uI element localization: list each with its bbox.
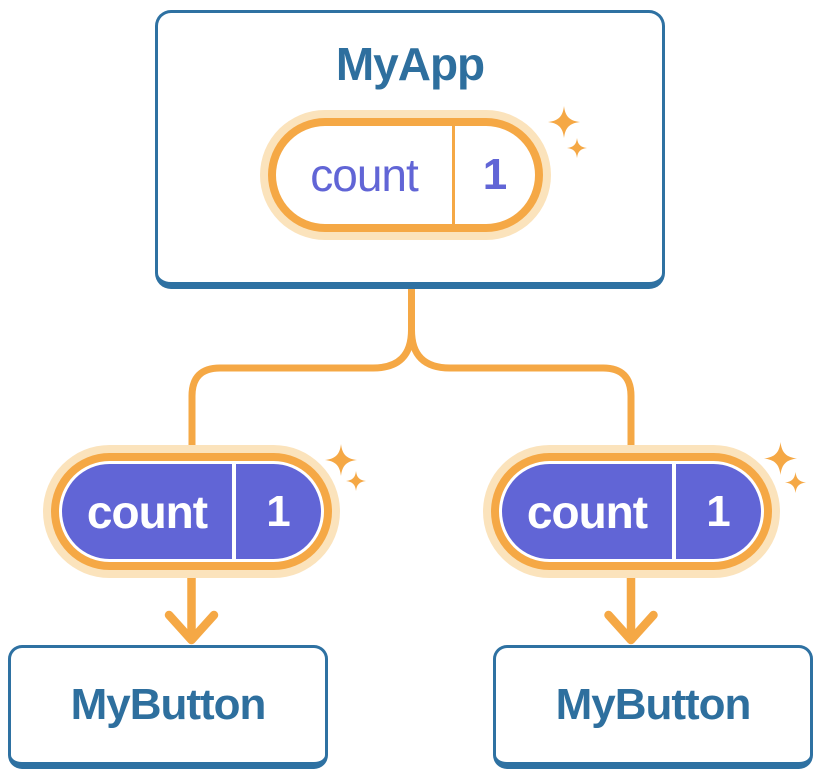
- sparkle-icon: [567, 138, 587, 158]
- pill-ring: count 1: [491, 453, 772, 570]
- child-component-card-right: MyButton: [493, 645, 813, 769]
- sparkle-icon: [346, 471, 366, 491]
- state-value: 1: [232, 464, 321, 559]
- child-state-pill-left: count 1: [43, 445, 340, 578]
- sparkle-icon: [785, 472, 806, 493]
- child-component-title: MyButton: [70, 680, 267, 729]
- state-name: count: [526, 485, 648, 538]
- sparkle-icon: [325, 444, 357, 476]
- state-value: 1: [672, 464, 761, 559]
- pill-ring: count 1: [51, 453, 332, 570]
- branch-left-line: [188, 286, 415, 465]
- branch-right-line: [408, 286, 635, 465]
- child-state-pill-right: count 1: [483, 445, 780, 578]
- child-component-title: MyButton: [555, 680, 752, 729]
- pill-ring: count 1: [268, 118, 543, 232]
- root-component-title: MyApp: [335, 38, 485, 90]
- state-value: 1: [452, 126, 535, 224]
- child-component-card-left: MyButton: [8, 645, 328, 769]
- sparkle-icon: [548, 106, 580, 138]
- state-name: count: [310, 149, 419, 201]
- sparkle-icon: [764, 442, 797, 475]
- root-state-pill: count 1: [260, 110, 551, 240]
- state-name: count: [86, 485, 208, 538]
